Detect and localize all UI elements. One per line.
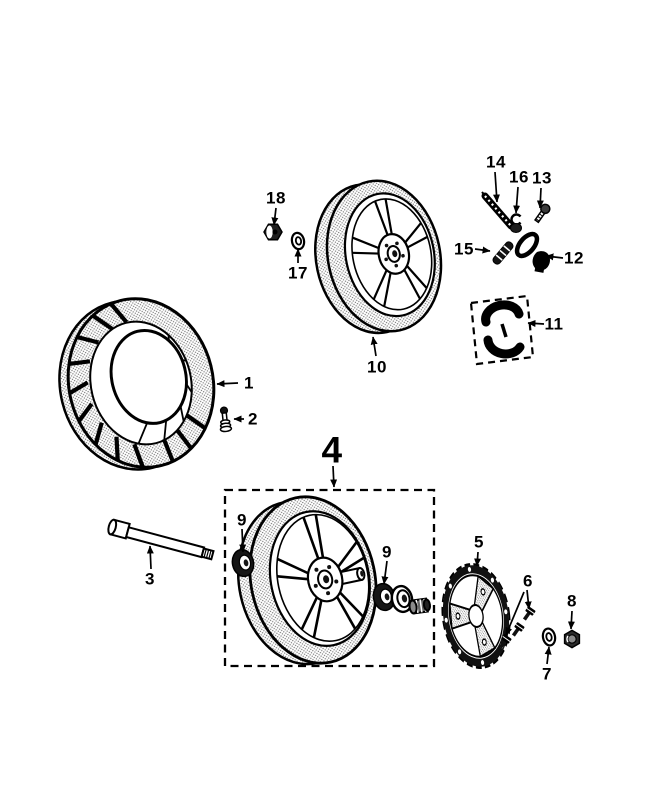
bearing-drawing <box>390 584 414 614</box>
part-label-11: 11 <box>544 314 564 334</box>
axle-nut-front-drawing <box>563 629 581 649</box>
part-label-9-right: 9 <box>382 542 392 562</box>
tire-tread-marks <box>68 302 206 468</box>
part-label-16: 16 <box>509 167 529 187</box>
leader-8 <box>567 610 575 630</box>
leader-15 <box>474 246 491 254</box>
leader-7 <box>544 646 552 665</box>
rear-wheel-drawing <box>314 179 443 335</box>
valve-stem-drawing <box>219 406 233 433</box>
part-label-13: 13 <box>532 168 552 188</box>
leader-4 <box>330 465 338 488</box>
part-label-1: 1 <box>244 373 254 393</box>
part-label-6: 6 <box>523 571 533 591</box>
washer-front-drawing <box>541 627 557 647</box>
cam-pin-drawing <box>492 241 514 265</box>
arm-bolt-drawing <box>534 203 551 224</box>
front-wheel-drawing <box>236 495 378 666</box>
leader-11 <box>527 319 545 327</box>
hex-nut-rear-drawing <box>263 223 283 241</box>
leader-5 <box>474 551 482 567</box>
leader-1 <box>216 380 239 388</box>
leader-9a <box>239 528 247 553</box>
leader-lines <box>146 171 575 665</box>
leader-18 <box>271 207 279 226</box>
brake-disc-drawing <box>441 563 511 669</box>
part-label-8: 8 <box>567 591 577 611</box>
part-label-18: 18 <box>266 188 286 208</box>
leader-12 <box>545 253 564 261</box>
spacer-drawing <box>408 597 431 615</box>
part-label-12: 12 <box>564 248 584 268</box>
brake-arm-drawing <box>510 223 550 273</box>
rear-wheel-spokes <box>351 198 428 307</box>
part-label-15: 15 <box>454 239 474 259</box>
leader-9b <box>381 560 389 585</box>
part-label-10: 10 <box>367 357 387 377</box>
oil-seal-right-drawing <box>372 582 396 612</box>
leader-16 <box>513 186 521 214</box>
rear-hub-holes <box>384 241 405 268</box>
part-label-17: 17 <box>288 263 308 283</box>
part-label-2: 2 <box>248 409 258 429</box>
front-hub-holes <box>313 565 339 596</box>
part-label-4: 4 <box>321 429 343 471</box>
leader-14 <box>493 171 500 203</box>
leader-3 <box>146 545 154 570</box>
axle-drawing <box>107 518 215 561</box>
part-label-14: 14 <box>486 152 506 172</box>
part-label-9-left: 9 <box>237 510 247 530</box>
part-label-7: 7 <box>542 664 552 684</box>
front-wheel-spokes <box>276 514 365 638</box>
part-label-5: 5 <box>474 532 484 552</box>
front-wheel-assembly-box <box>223 488 436 668</box>
leader-6a <box>524 589 532 610</box>
leader-13 <box>536 187 544 209</box>
disc-bolt-holes <box>455 588 487 646</box>
tire-drawing <box>58 297 216 471</box>
brake-shoe-set-drawing <box>469 294 535 366</box>
washer-rear-drawing <box>290 231 306 251</box>
part-label-3: 3 <box>145 569 155 589</box>
leader-10 <box>370 336 378 357</box>
leader-6b <box>505 591 525 636</box>
tire-sidewall-ribs <box>137 334 193 445</box>
